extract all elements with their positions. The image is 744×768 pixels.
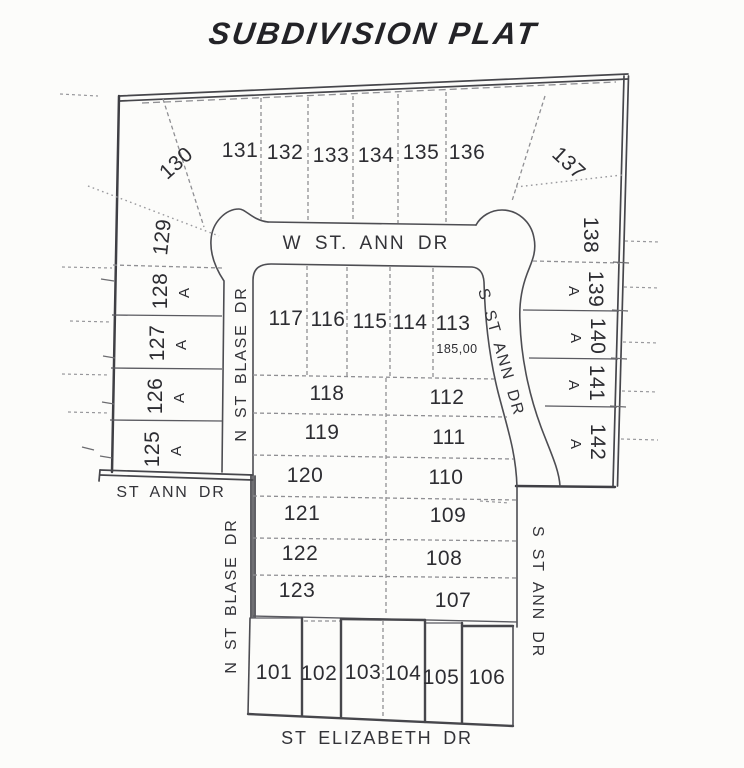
lot-label-109: 109 — [430, 504, 467, 527]
lot-label-126: 126 — [144, 378, 167, 415]
lot-label-101: 101 — [256, 661, 293, 684]
street-label-n-st-blase-dr-lower: N ST BLASE DR — [223, 518, 240, 673]
lot-label-118: 118 — [310, 382, 345, 405]
lot-label-117: 117 — [269, 307, 304, 330]
lot-label-141-a: A — [565, 380, 582, 390]
bottom-block-lot-lines — [247, 616, 515, 726]
lot-label-133: 133 — [313, 144, 350, 167]
lot-label-128: 128 — [149, 273, 172, 310]
lot-label-140: 140 — [586, 318, 609, 355]
lot-label-139: 139 — [584, 271, 607, 308]
dimension-label-113: 185,00 — [436, 342, 477, 356]
lot-label-131: 131 — [222, 139, 259, 162]
lot-label-136: 136 — [449, 141, 486, 164]
middle-block-lot-lines — [252, 266, 518, 616]
lot-label-140-a: A — [567, 333, 584, 343]
lot-label-120: 120 — [287, 464, 324, 487]
lot-label-116: 116 — [311, 308, 346, 331]
lot-label-125-a: A — [168, 446, 185, 456]
outer-boundary — [98, 73, 630, 728]
lot-label-127: 127 — [146, 325, 169, 362]
lot-label-128-a: A — [176, 288, 193, 298]
lot-label-103: 103 — [345, 661, 382, 684]
lot-label-129: 129 — [149, 218, 176, 257]
top-row-lot-lines — [87, 81, 623, 237]
lot-label-134: 134 — [358, 144, 395, 167]
page-title: SUBDIVISION PLAT — [207, 16, 541, 51]
street-label-st-elizabeth-dr: ST ELIZABETH DR — [281, 728, 473, 748]
lot-label-114: 114 — [393, 311, 428, 334]
lot-label-113: 113 — [436, 312, 471, 335]
lot-label-135: 135 — [403, 141, 440, 164]
lot-label-137: 137 — [547, 142, 589, 184]
lot-label-112: 112 — [430, 386, 465, 409]
lot-label-139-a: A — [565, 286, 582, 296]
lot-label-142: 142 — [586, 424, 609, 461]
lot-label-138: 138 — [579, 217, 602, 254]
lot-label-102: 102 — [301, 662, 338, 685]
lot-label-119: 119 — [305, 421, 340, 444]
lot-label-142-a: A — [567, 439, 584, 449]
lot-label-106: 106 — [469, 666, 506, 689]
street-outlines — [210, 208, 561, 628]
lot-label-125: 125 — [141, 431, 164, 468]
street-label-st-ann-dr: ST ANN DR — [116, 484, 225, 501]
lot-label-115: 115 — [353, 310, 388, 333]
lot-label-105: 105 — [423, 666, 460, 689]
lot-label-141: 141 — [585, 365, 608, 402]
lot-label-132: 132 — [267, 141, 304, 164]
right-block-lot-lines — [522, 260, 621, 408]
lot-label-107: 107 — [435, 589, 472, 612]
street-label-s-st-ann-dr-lower: S ST ANN DR — [529, 526, 546, 658]
left-block-lot-lines — [109, 264, 223, 422]
lot-label-111: 111 — [432, 426, 465, 449]
street-label-w-st-ann-dr: W ST. ANN DR — [283, 233, 450, 254]
lot-label-130: 130 — [155, 143, 198, 185]
lot-label-110: 110 — [429, 466, 464, 489]
lot-label-126-a: A — [171, 393, 188, 403]
lot-label-108: 108 — [426, 547, 463, 570]
street-label-n-st-blase-dr-upper: N ST BLASE DR — [233, 286, 250, 441]
lot-label-123: 123 — [279, 579, 316, 602]
lot-label-122: 122 — [282, 542, 319, 565]
lot-label-127-a: A — [173, 340, 190, 350]
lot-label-121: 121 — [284, 502, 321, 525]
street-label-s-st-ann-dr-upper: S ST ANN DR — [474, 287, 527, 419]
lot-label-104: 104 — [385, 662, 422, 685]
tick-marks — [59, 93, 661, 504]
